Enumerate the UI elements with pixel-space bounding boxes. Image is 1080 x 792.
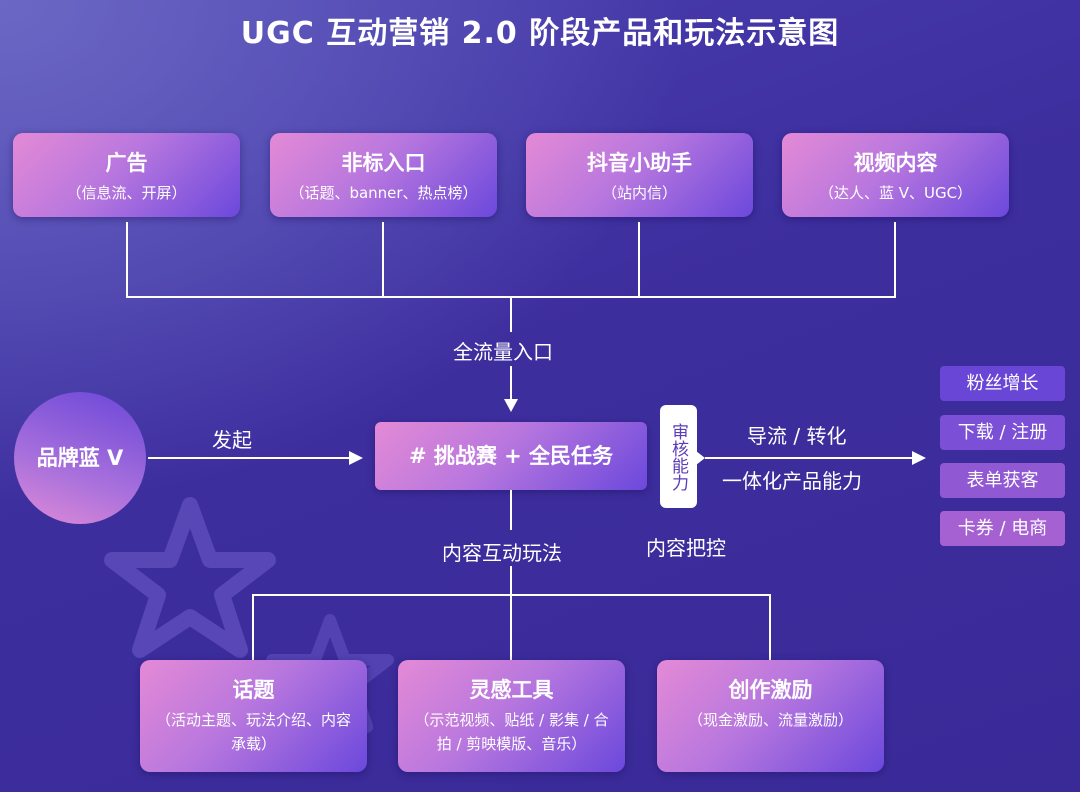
- box-title: 话题: [232, 678, 275, 702]
- outcome-ecommerce: 卡券 / 电商: [940, 511, 1065, 546]
- source-box-nonstandard: 非标入口 （话题、banner、热点榜）: [270, 133, 497, 217]
- source-box-ads: 广告 （信息流、开屏）: [13, 133, 240, 217]
- challenge-box: # 挑战赛 + 全民任务: [375, 422, 647, 490]
- source-box-video: 视频内容 （达人、蓝 V、UGC）: [782, 133, 1009, 217]
- conversion-arrow: [705, 457, 913, 459]
- brand-circle: 品牌蓝 V: [14, 392, 146, 524]
- outcome-download: 下载 / 注册: [940, 415, 1065, 450]
- content-control-label: 内容把控: [646, 536, 726, 560]
- box-subtitle: （现金激励、流量激励）: [687, 711, 853, 729]
- play-box-topic: 话题 （活动主题、玩法介绍、内容承载）: [140, 660, 367, 772]
- product-capability-label: 一体化产品能力: [722, 469, 862, 493]
- box-title: 广告: [105, 151, 148, 175]
- box-subtitle: （话题、banner、热点榜）: [289, 184, 478, 202]
- box-title: 抖音小助手: [587, 151, 692, 175]
- box-subtitle: （示范视频、贴纸 / 影集 / 合拍 / 剪映模版、音乐）: [414, 711, 609, 753]
- box-title: 灵感工具: [469, 678, 554, 702]
- source-box-assistant: 抖音小助手 （站内信）: [526, 133, 753, 217]
- content-interaction-label: 内容互动玩法: [442, 541, 562, 565]
- play-box-tools: 灵感工具 （示范视频、贴纸 / 影集 / 合拍 / 剪映模版、音乐）: [398, 660, 625, 772]
- box-subtitle: （站内信）: [601, 184, 677, 202]
- box-title: 视频内容: [853, 151, 938, 175]
- box-subtitle: （信息流、开屏）: [66, 184, 187, 202]
- box-title: 创作激励: [728, 678, 813, 702]
- box-subtitle: （活动主题、玩法介绍、内容承载）: [155, 711, 351, 753]
- page-title: UGC 互动营销 2.0 阶段产品和玩法示意图: [240, 16, 840, 51]
- box-title: 非标入口: [341, 151, 426, 175]
- guide-label: 导流 / 转化: [747, 424, 847, 448]
- outcome-fans: 粉丝增长: [940, 366, 1065, 401]
- traffic-entry-label: 全流量入口: [453, 340, 553, 364]
- box-subtitle: （达人、蓝 V、UGC）: [818, 184, 973, 202]
- initiate-label: 发起: [212, 428, 252, 452]
- audit-tag: 审核能力: [660, 405, 697, 508]
- outcome-leads: 表单获客: [940, 463, 1065, 498]
- initiate-arrow: [148, 457, 350, 459]
- play-box-incentive: 创作激励 （现金激励、流量激励）: [657, 660, 884, 772]
